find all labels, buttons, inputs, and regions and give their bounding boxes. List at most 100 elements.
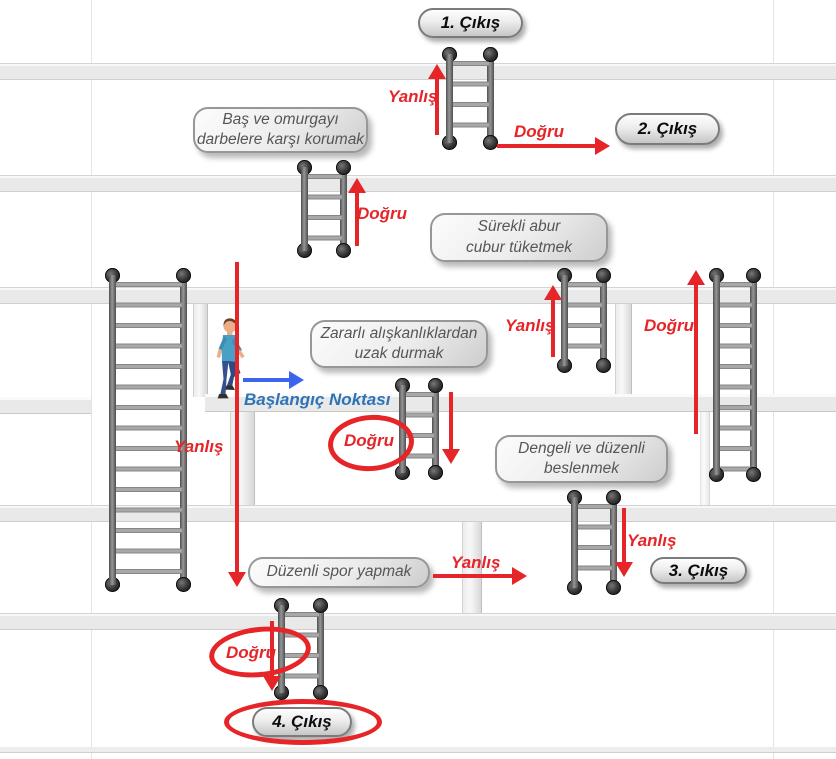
floor-segment (0, 397, 91, 414)
ladder-rungs (718, 282, 752, 472)
exit-pill-3: 3. Çıkış (650, 557, 747, 584)
page-divider-line (773, 0, 774, 759)
wrong-down-arrow-icon (615, 508, 633, 577)
label-correct: Doğru (514, 122, 565, 141)
wall-pillar (615, 304, 632, 397)
start-point-label: Başlangıç Noktası (244, 390, 391, 409)
ladder-middle (395, 378, 443, 480)
ladder-rungs (306, 174, 342, 248)
label-wrong: Yanlış (627, 531, 677, 550)
ladder-rail (446, 54, 453, 143)
bubble-text: cubur tüketmek (466, 238, 572, 256)
correct-up-arrow-icon (687, 270, 705, 434)
bubble-head-spine: Baş ve omurgayı darbelere karşı korumak (193, 107, 368, 153)
ladder-rail (399, 385, 406, 473)
wrong-down-arrow-icon (228, 262, 246, 587)
ladder-cap (428, 378, 443, 393)
wrong-up-arrow-icon (544, 285, 562, 357)
floor-band (0, 175, 836, 192)
ladder-cap (483, 47, 498, 62)
ladder-cap (746, 268, 761, 283)
bubble-text: Baş ve omurgayı (222, 110, 339, 128)
ladder-rail (278, 605, 285, 693)
ladder-rail (600, 275, 607, 366)
ladder-rungs (404, 392, 434, 470)
ladder-rungs (114, 282, 182, 582)
bubble-text: Dengeli ve düzenli (518, 439, 645, 457)
ladder-cap (176, 268, 191, 283)
wall-pillar (193, 304, 208, 397)
start-platform (205, 394, 836, 412)
wall-pillar (700, 412, 710, 505)
ladder-rail (432, 385, 439, 473)
label-wrong: Yanlış (505, 316, 555, 335)
ladder-cap (336, 160, 351, 175)
red-circle-exit4 (224, 699, 382, 745)
bubble-text: Düzenli spor yapmak (266, 563, 412, 581)
floor-band (0, 747, 836, 753)
bubble-text: darbelere karşı korumak (196, 131, 365, 148)
ladder-cap (176, 577, 191, 592)
ladder-rail (571, 497, 578, 588)
exit-pill-2: 2. Çıkış (615, 113, 720, 145)
bubble-harmful-habits: Zararlı alışkanlıklardan uzak durmak (310, 320, 488, 368)
ladder-cap (746, 467, 761, 482)
exit-pill-1: 1. Çıkış (418, 8, 523, 38)
ladder-cap (313, 685, 328, 700)
person-figure (216, 318, 245, 399)
wrong-up-arrow-icon (428, 64, 446, 135)
ladder-cap (336, 243, 351, 258)
bubble-text: uzak durmak (354, 345, 444, 362)
label-correct: Doğru (357, 204, 408, 223)
label-wrong: Yanlış (388, 87, 438, 106)
ladder-cap (428, 465, 443, 480)
ladder-rail (340, 167, 347, 251)
ladder-cap (606, 490, 621, 505)
ladder-cap (313, 598, 328, 613)
ladder-exit4 (274, 598, 328, 700)
correct-right-arrow-icon (497, 137, 610, 155)
bubble-regular-sport: Düzenli spor yapmak (248, 557, 430, 588)
bubble-text: Sürekli abur (477, 218, 561, 236)
ladder-rungs (576, 504, 612, 585)
exit-label: 1. Çıkış (440, 13, 501, 32)
floor-band (0, 287, 836, 304)
correct-down-arrow-icon (263, 621, 281, 691)
ladder-cap (606, 580, 621, 595)
ladder-rail (610, 497, 617, 588)
floor-band (0, 613, 836, 630)
ladder-head-spine (297, 160, 351, 258)
start-arrow-icon (243, 371, 304, 389)
ladder-balanced (567, 490, 621, 595)
ladder-rungs (283, 612, 319, 690)
ladder-rail (109, 275, 116, 585)
bubble-junk-food: Sürekli abur cubur tüketmek (430, 213, 608, 262)
label-correct: Doğru (644, 316, 695, 335)
exit-label: 3. Çıkış (668, 560, 729, 580)
page-divider-line (91, 0, 92, 759)
ladder-rungs (451, 61, 489, 140)
correct-down-arrow-icon (442, 392, 460, 464)
exit-label: 2. Çıkış (637, 119, 698, 138)
bubble-text: Zararlı alışkanlıklardan (320, 324, 478, 342)
ladder-junk-food (557, 268, 611, 373)
ladder-rail (301, 167, 308, 251)
ladder-rail (317, 605, 324, 693)
bubble-balanced-diet: Dengeli ve düzenli beslenmek (495, 435, 668, 483)
label-correct: Doğru (226, 643, 277, 662)
label-wrong: Yanlış (451, 553, 501, 572)
ladder-rail (180, 275, 187, 585)
ladder-cap (483, 135, 498, 150)
ladder-cap (596, 358, 611, 373)
wall-pillar (230, 412, 255, 505)
ladder-rail (713, 275, 720, 475)
ladder-right-tall (709, 268, 761, 482)
ladder-exit1 (442, 47, 498, 150)
ladder-rail (487, 54, 494, 143)
ladder-cap (596, 268, 611, 283)
ladder-rail (750, 275, 757, 475)
label-wrong: Yanlış (174, 437, 224, 456)
wall-pillar (462, 522, 482, 613)
wrong-right-arrow-icon (433, 567, 527, 585)
